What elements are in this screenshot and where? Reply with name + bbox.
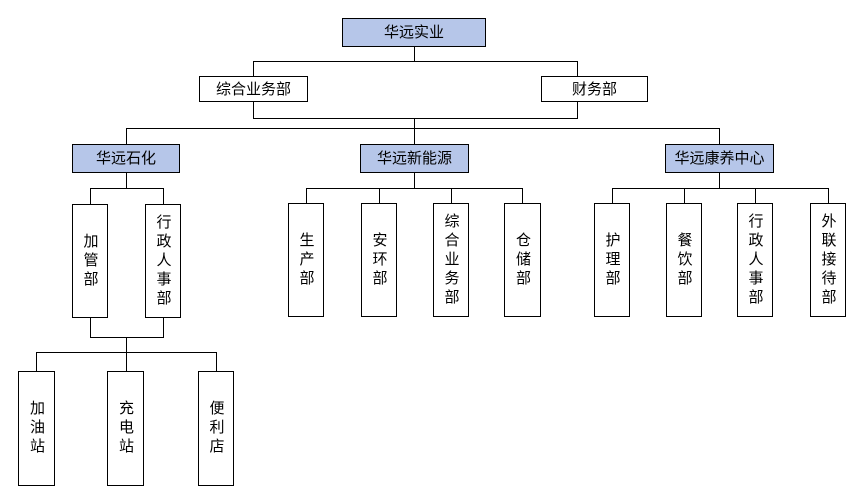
org-node-finance-dept[interactable]: 财务部 xyxy=(541,76,648,102)
org-node-production-dept[interactable]: 生产部 xyxy=(288,203,324,317)
connector-line xyxy=(306,188,307,203)
org-node-gas-mgmt-dept[interactable]: 加管部 xyxy=(72,204,108,318)
org-node-general-business-dept[interactable]: 综合业务部 xyxy=(199,76,308,102)
org-node-health-care-center[interactable]: 华远康养中心 xyxy=(665,144,774,173)
org-node-safety-env-dept[interactable]: 安环部 xyxy=(361,203,397,317)
org-node-label: 便利店 xyxy=(207,400,226,457)
connector-line xyxy=(577,102,578,118)
connector-line xyxy=(126,128,127,144)
connector-line xyxy=(90,337,164,338)
connector-line xyxy=(414,128,415,144)
connector-line xyxy=(90,188,91,204)
connector-line xyxy=(36,352,37,371)
connector-line xyxy=(719,128,720,144)
org-node-external-reception-dept[interactable]: 外联接待部 xyxy=(810,203,846,317)
connector-line xyxy=(719,173,720,188)
org-node-catering-dept[interactable]: 餐饮部 xyxy=(666,203,702,317)
org-node-label: 加油站 xyxy=(28,400,46,457)
org-node-label: 综合业务部 xyxy=(442,212,461,308)
connector-line xyxy=(414,47,415,61)
org-node-label: 生产部 xyxy=(297,231,316,289)
connector-line xyxy=(253,61,254,76)
org-node-general-business-dept-newenergy[interactable]: 综合业务部 xyxy=(433,203,469,317)
connector-line xyxy=(522,188,523,203)
connector-line xyxy=(379,188,380,203)
connector-line xyxy=(684,188,685,203)
connector-line xyxy=(126,352,127,371)
org-node-label: 加管部 xyxy=(81,232,100,290)
org-node-label: 华远石化 xyxy=(95,149,156,167)
connector-line xyxy=(253,102,254,118)
connector-line xyxy=(414,173,415,188)
connector-line xyxy=(126,128,720,129)
org-node-huayuan-group[interactable]: 华远实业 xyxy=(342,18,486,47)
org-node-label: 仓储部 xyxy=(514,231,532,289)
connector-line xyxy=(451,188,452,203)
org-node-label: 安环部 xyxy=(370,231,389,289)
connector-line xyxy=(253,118,578,119)
org-node-label: 餐饮部 xyxy=(675,231,694,289)
org-node-label: 行政人事部 xyxy=(154,213,173,309)
connector-line xyxy=(90,318,91,337)
connector-line xyxy=(306,188,523,189)
org-node-nursing-dept[interactable]: 护理部 xyxy=(594,203,630,317)
org-node-label: 行政人事部 xyxy=(746,212,765,308)
connector-line xyxy=(90,188,164,189)
connector-line xyxy=(612,188,829,189)
org-node-admin-hr-dept-care[interactable]: 行政人事部 xyxy=(737,203,773,317)
org-node-label: 外联接待部 xyxy=(819,212,838,308)
org-node-label: 综合业务部 xyxy=(215,79,291,98)
org-node-admin-hr-dept-petro[interactable]: 行政人事部 xyxy=(145,204,181,318)
org-node-label: 华远实业 xyxy=(383,23,444,41)
org-node-warehouse-dept[interactable]: 仓储部 xyxy=(504,203,541,317)
connector-line xyxy=(126,337,127,352)
org-node-petrochemical[interactable]: 华远石化 xyxy=(72,144,180,173)
org-node-convenience-store[interactable]: 便利店 xyxy=(198,371,234,486)
connector-line xyxy=(163,318,164,337)
connector-line xyxy=(216,352,217,371)
connector-line xyxy=(163,188,164,204)
org-node-label: 华远康养中心 xyxy=(674,149,765,167)
connector-line xyxy=(414,118,415,128)
connector-line xyxy=(253,61,578,62)
org-node-label: 充电站 xyxy=(117,400,135,457)
connector-line xyxy=(577,61,578,76)
connector-line xyxy=(612,188,613,203)
org-node-new-energy[interactable]: 华远新能源 xyxy=(360,144,469,173)
connector-line xyxy=(828,188,829,203)
org-node-label: 华远新能源 xyxy=(376,149,452,167)
org-node-charging-station[interactable]: 充电站 xyxy=(107,371,144,486)
org-node-label: 护理部 xyxy=(603,231,622,289)
connector-line xyxy=(755,188,756,203)
connector-line xyxy=(126,173,127,188)
org-node-label: 财务部 xyxy=(571,79,617,98)
org-node-gas-station[interactable]: 加油站 xyxy=(18,371,55,486)
